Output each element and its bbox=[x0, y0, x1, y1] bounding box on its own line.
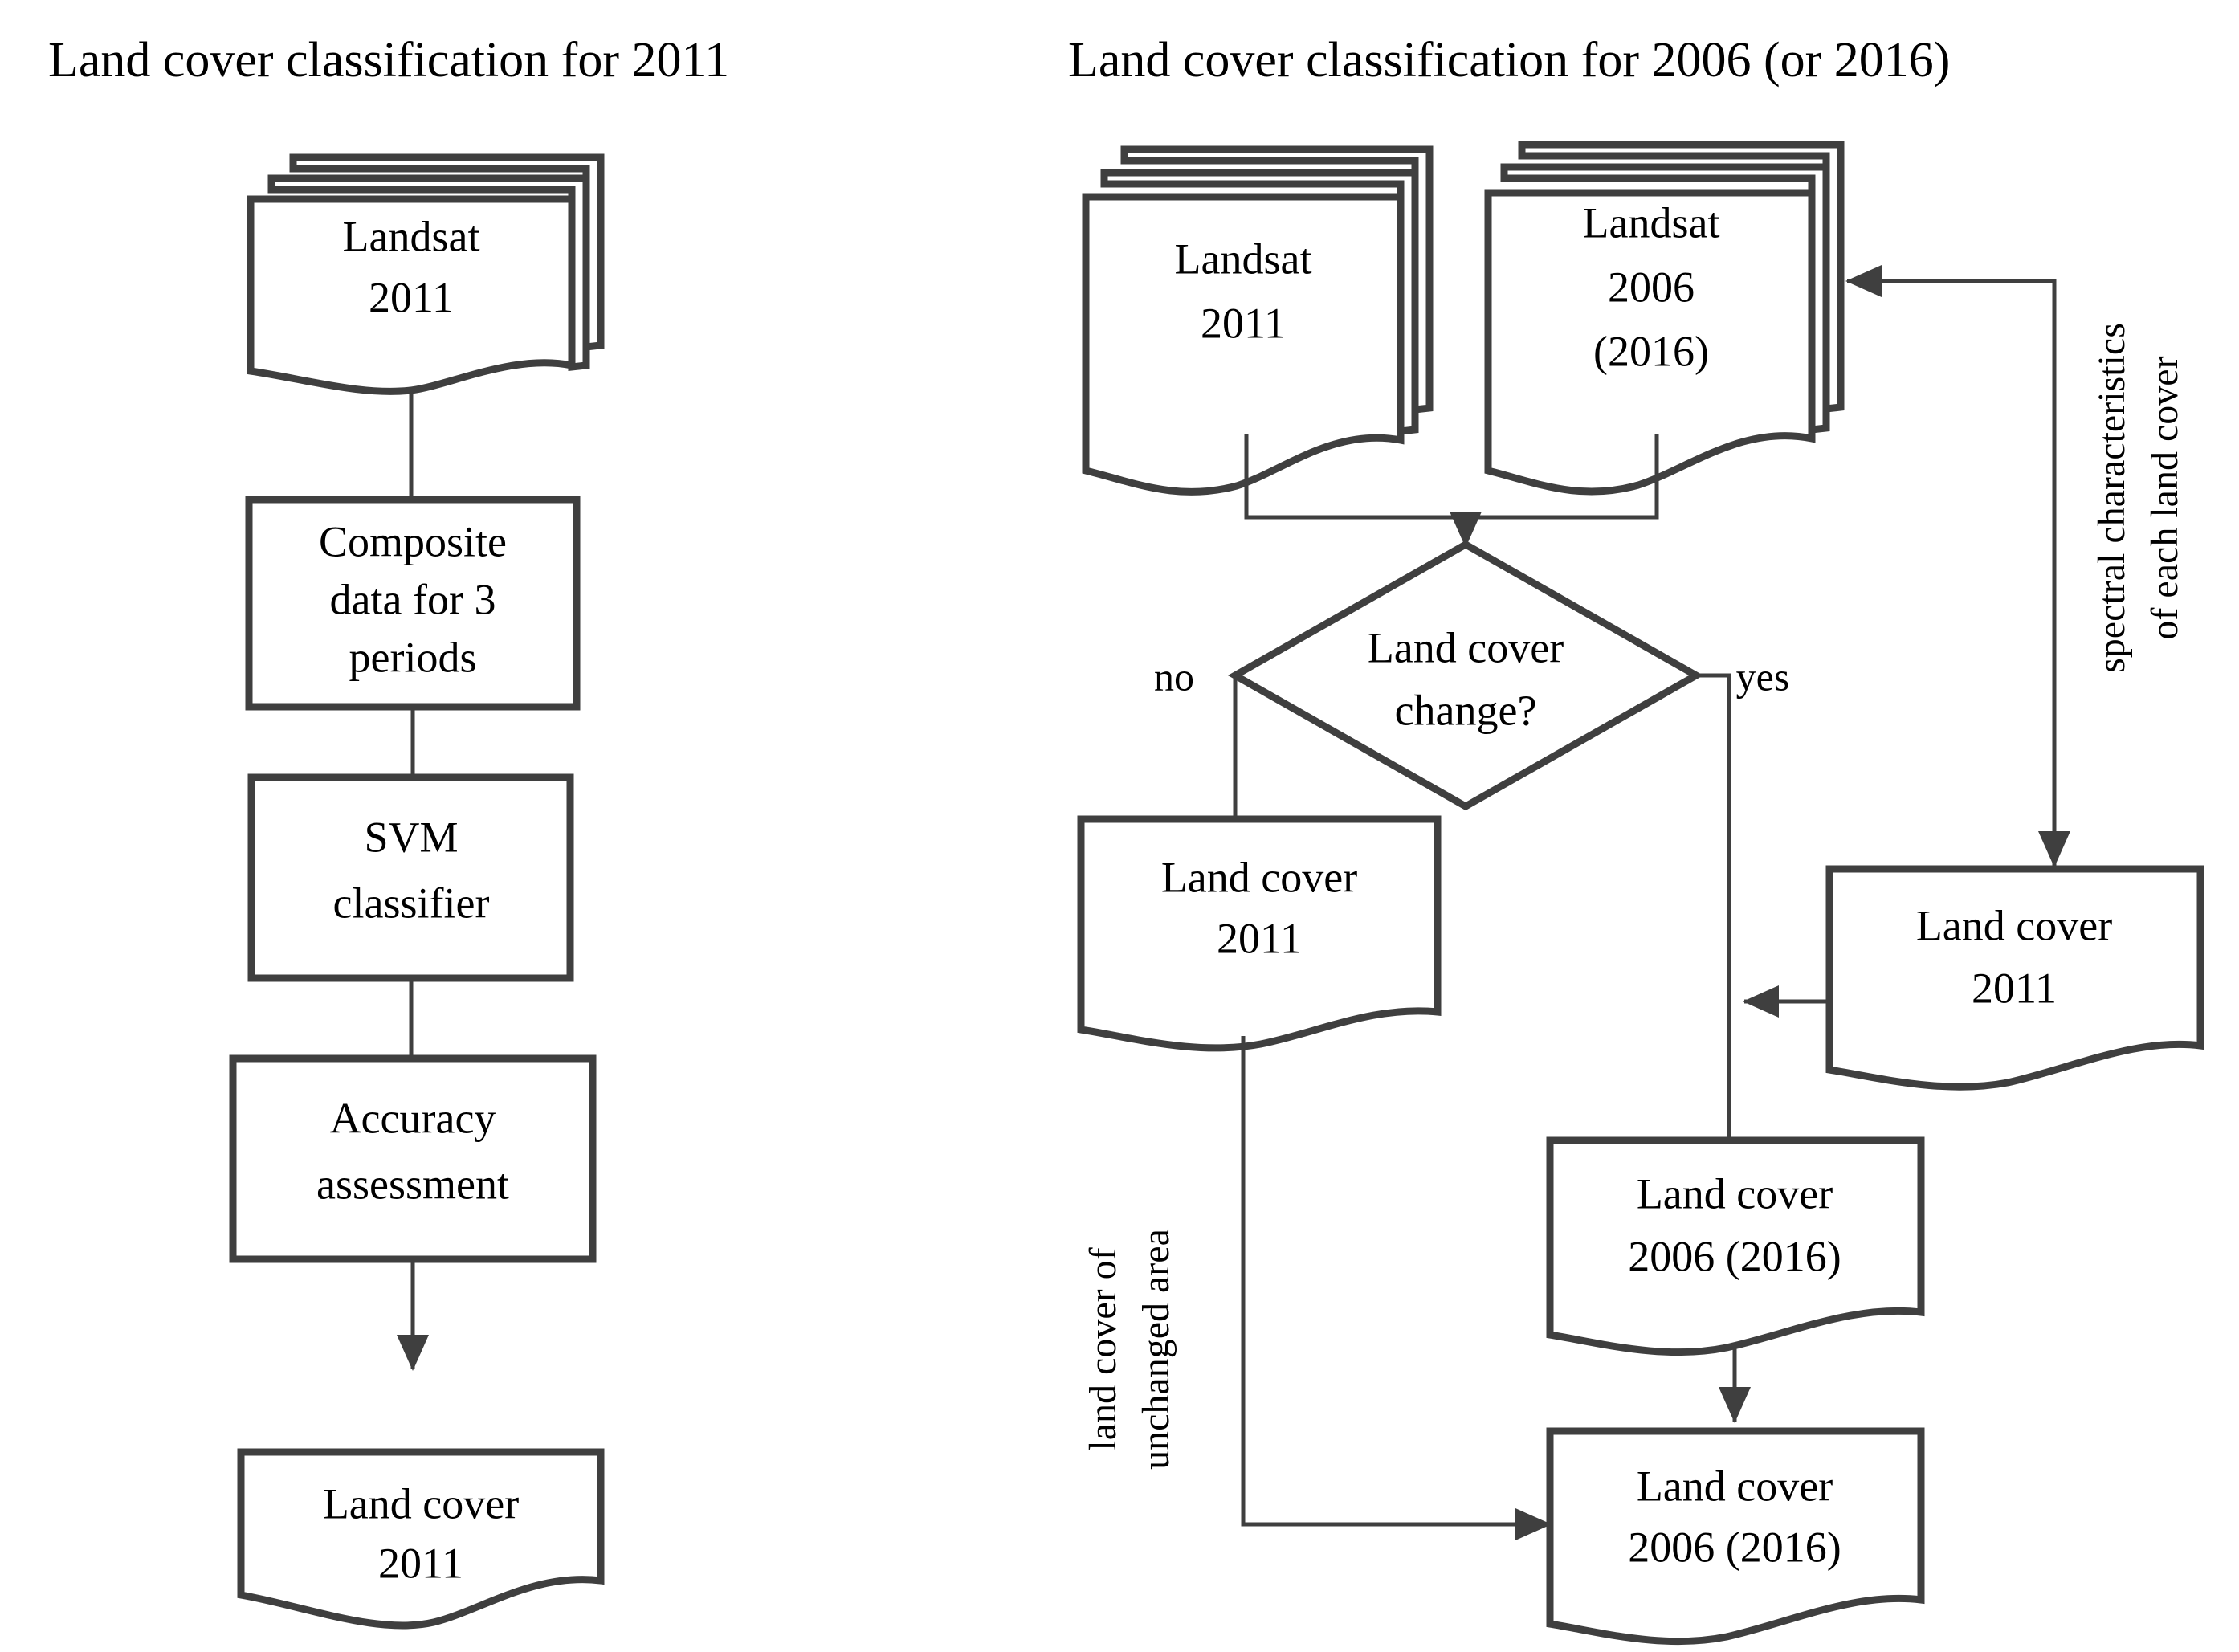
edge-spectral-feedback bbox=[1845, 265, 2057, 869]
node-label-line2: data for 3 bbox=[330, 575, 496, 623]
edge-yes-branch bbox=[1696, 673, 1731, 1156]
node-land-cover-2011-reference: Land cover 2011 bbox=[1825, 865, 2204, 1091]
node-land-cover-2006-middle: Land cover 2006 (2016) bbox=[1546, 1136, 1925, 1356]
rot-label-line2: unchanged area bbox=[1135, 1229, 1177, 1470]
edge-label-unchanged-area: land cover of unchanged area bbox=[1082, 1229, 1177, 1470]
node-label-line1: Accuracy bbox=[330, 1094, 496, 1142]
node-label-line2: 2011 bbox=[1972, 964, 2057, 1012]
edge-label-yes: yes bbox=[1736, 654, 1790, 699]
edge-label-no: no bbox=[1154, 654, 1194, 699]
node-accuracy-assessment: Accuracy assessment bbox=[229, 1054, 597, 1263]
node-landsat-2006-right-stack: Landsat 2006 (2016) bbox=[1484, 141, 1845, 496]
document-shape-front bbox=[1082, 193, 1405, 496]
node-label-line1: Land cover bbox=[1637, 1462, 1833, 1510]
document-shape-front bbox=[247, 195, 576, 395]
node-label-line3: periods bbox=[349, 633, 477, 681]
node-land-cover-2011-output: Land cover 2011 bbox=[237, 1448, 605, 1630]
node-label-line1: SVM bbox=[364, 813, 458, 861]
process-box bbox=[247, 773, 574, 982]
node-label-line1: Land cover bbox=[1916, 901, 2112, 949]
node-svm-classifier: SVM classifier bbox=[247, 773, 574, 982]
rot-label-line1: spectral characteristics bbox=[2090, 323, 2133, 673]
node-label-line1: Land cover bbox=[1161, 853, 1357, 901]
node-label-line2: 2006 (2016) bbox=[1628, 1232, 1841, 1280]
node-label-line1: Landsat bbox=[1583, 198, 1720, 247]
node-label-line2: change? bbox=[1395, 686, 1537, 734]
node-composite-data: Composite data for 3 periods bbox=[245, 496, 581, 711]
node-landsat-2011-right-stack: Landsat 2011 bbox=[1082, 145, 1434, 496]
node-land-cover-2006-output: Land cover 2006 (2016) bbox=[1546, 1427, 1925, 1646]
node-label-line1: Composite bbox=[319, 517, 507, 565]
process-box bbox=[229, 1054, 597, 1263]
rot-label-line1: land cover of bbox=[1082, 1247, 1124, 1450]
document-shape bbox=[1825, 865, 2204, 1091]
node-label-line1: Landsat bbox=[343, 212, 480, 260]
node-label-line1: Land cover bbox=[1368, 623, 1564, 671]
right-panel-title: Land cover classification for 2006 (or 2… bbox=[1068, 33, 1950, 88]
node-landsat-2011-stack: Landsat 2011 bbox=[247, 153, 605, 395]
rot-label-line2: of each land cover bbox=[2143, 356, 2186, 639]
node-label-line3: (2016) bbox=[1593, 327, 1709, 375]
document-shape bbox=[1077, 815, 1442, 1052]
node-label-line2: assessment bbox=[316, 1160, 509, 1208]
decision-diamond bbox=[1227, 540, 1704, 811]
edge-unchanged-to-output bbox=[1241, 1036, 1552, 1540]
document-shape bbox=[1546, 1136, 1925, 1356]
document-shape bbox=[237, 1448, 605, 1630]
node-label-line1: Land cover bbox=[323, 1479, 519, 1528]
node-label-line1: Landsat bbox=[1175, 235, 1312, 283]
node-label-line2: 2011 bbox=[1201, 299, 1286, 347]
node-label-line2: 2011 bbox=[1217, 914, 1302, 962]
node-label-line2: 2006 (2016) bbox=[1628, 1523, 1841, 1571]
node-label-line1: Land cover bbox=[1637, 1169, 1833, 1218]
node-label-line2: 2011 bbox=[378, 1539, 463, 1587]
node-land-cover-2011-no: Land cover 2011 bbox=[1077, 815, 1442, 1052]
left-panel-title: Land cover classification for 2011 bbox=[48, 33, 729, 88]
node-label-line2: 2011 bbox=[369, 273, 454, 321]
edge-label-spectral-characteristics: spectral characteristics of each land co… bbox=[2090, 323, 2186, 673]
node-label-line2: 2006 bbox=[1608, 263, 1695, 311]
node-change-decision: Land cover change? bbox=[1227, 540, 1704, 811]
document-shape-front bbox=[1484, 189, 1816, 496]
node-label-line2: classifier bbox=[333, 879, 490, 927]
document-shape bbox=[1546, 1427, 1925, 1646]
